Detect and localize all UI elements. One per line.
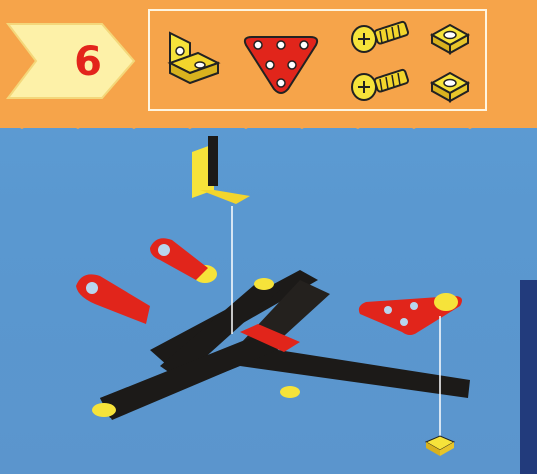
step-banner: 6 (0, 0, 537, 128)
parts-box (148, 9, 487, 111)
step-badge: 6 (6, 18, 138, 104)
angle-bracket-icon (160, 29, 222, 99)
bolt-icon (350, 17, 410, 57)
square-nut-icon (426, 69, 474, 107)
step-number: 6 (64, 40, 112, 84)
assembly-model-icon (0, 130, 537, 474)
bolt-icon (350, 65, 410, 105)
square-nut-icon (426, 21, 474, 59)
triangle-plate-icon (238, 31, 324, 97)
